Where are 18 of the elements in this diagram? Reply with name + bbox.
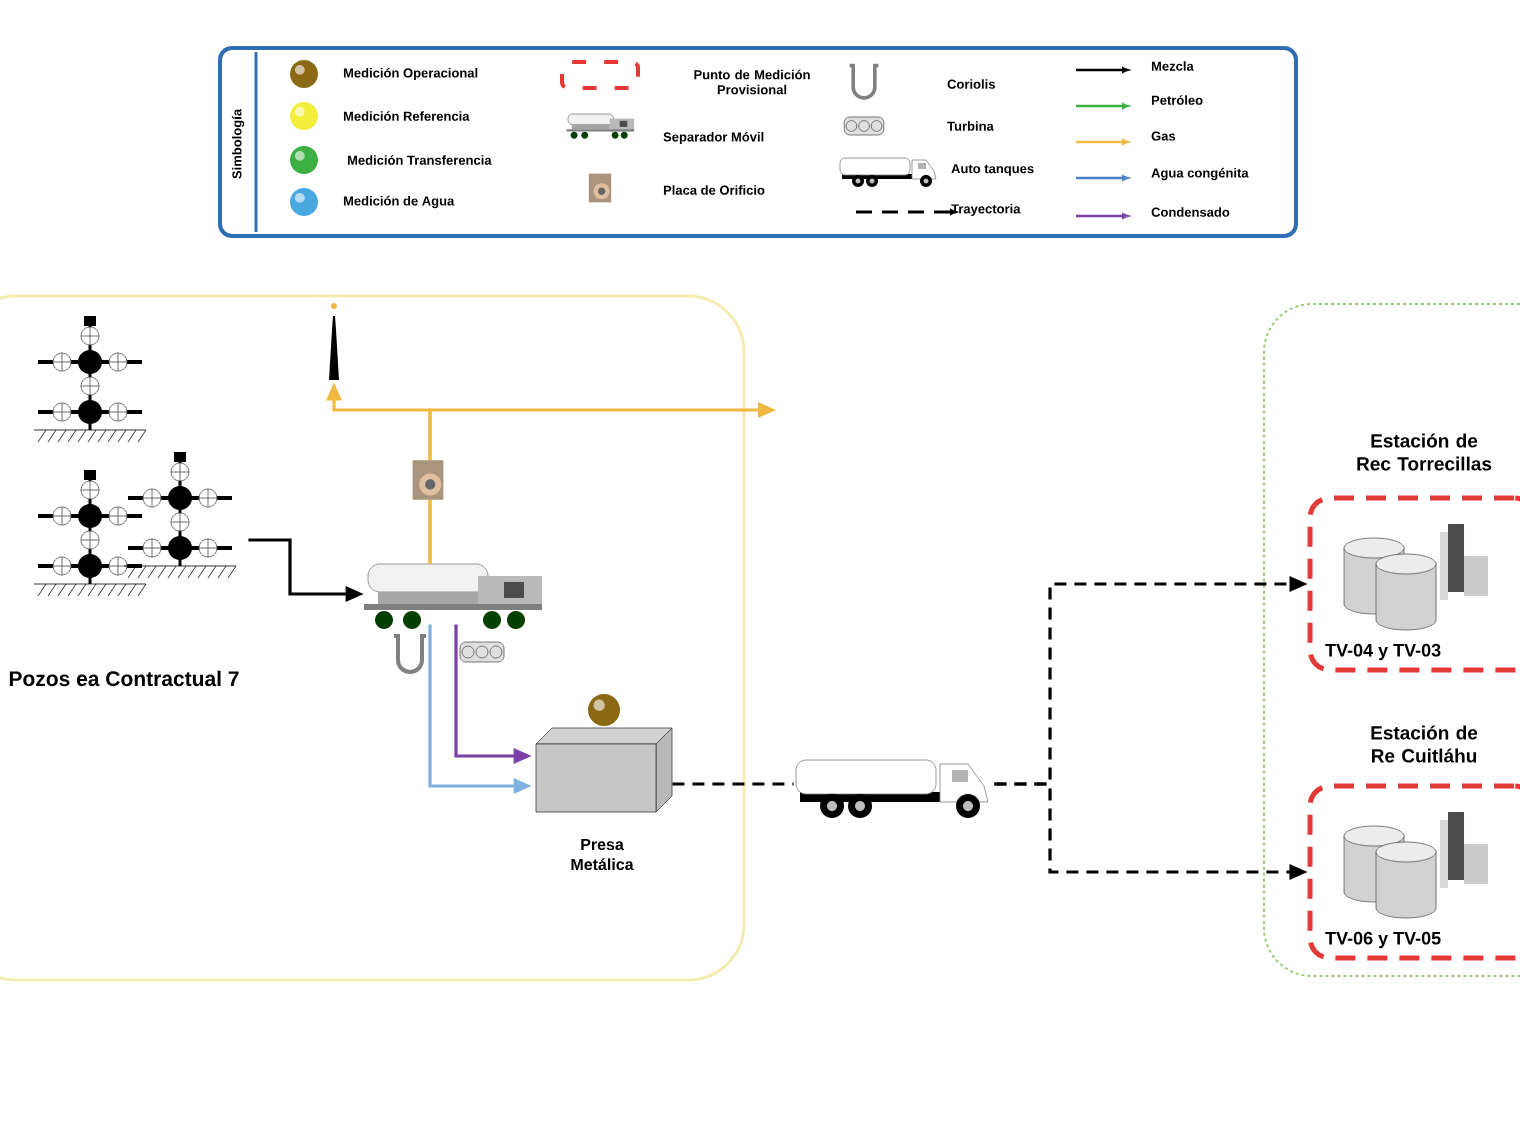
station-heading: Estación de Re Cuitláhu [1371, 725, 1478, 763]
wells-label: Pozos ea Contractual 7 [9, 670, 239, 687]
mobile-separator-drawing [364, 563, 542, 629]
tank-label: TV-04 y TV-03 [1325, 643, 1441, 661]
tanker-truck-drawing [795, 759, 989, 818]
flow-line [672, 782, 794, 786]
flow-arrow [994, 782, 1308, 880]
flow-arrow [428, 624, 532, 794]
flare-stack-drawing [329, 303, 339, 380]
flow-arrow [248, 538, 364, 602]
flow-arrow [428, 402, 776, 564]
metal-tank: Presa Metálica [535, 727, 673, 871]
panel-background [1263, 303, 1520, 977]
flow-arrow [454, 624, 532, 764]
station-heading: Estación de Rec Torrecillas [1357, 433, 1492, 471]
node-label: Presa Metálica [571, 838, 634, 871]
panel-background [0, 294, 746, 982]
tank-label: TV-06 y TV-05 [1325, 931, 1441, 949]
